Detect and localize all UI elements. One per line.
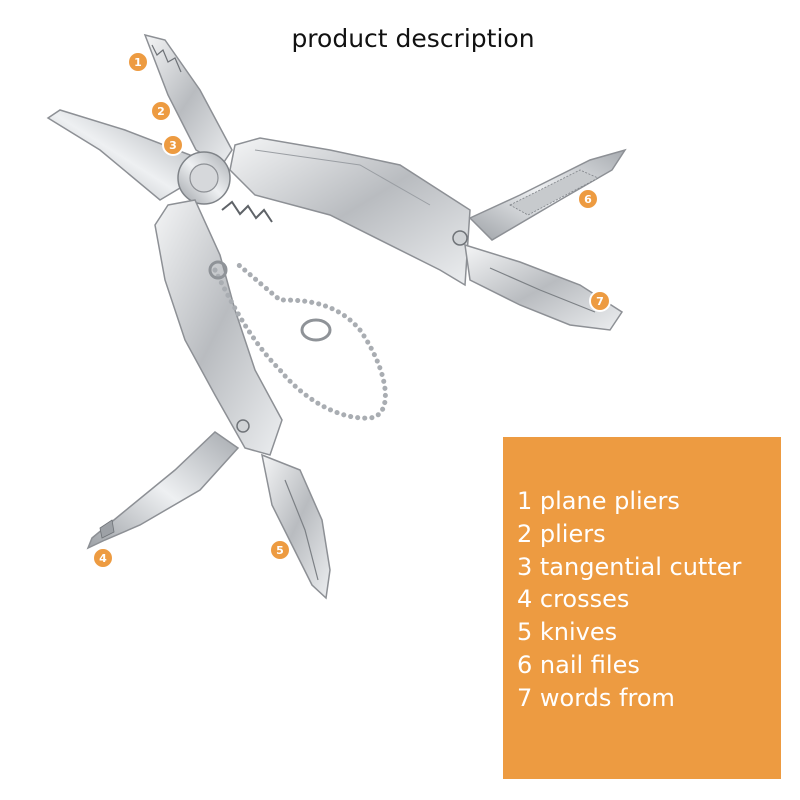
legend-item-plane-pliers: 1 plane pliers [517,487,680,515]
callout-number: 3 [169,139,177,152]
legend-item-knives: 5 knives [517,618,618,647]
legend-item-crosses: 4 crosses [517,585,630,614]
nail-file [468,148,627,241]
knife-blade-lower [260,453,331,600]
callout-3: 3 [162,134,184,156]
callout-5: 5 [269,539,291,561]
legend-item-tangential-cutter: 3 tangential cutter [517,552,742,581]
callout-number: 5 [276,544,284,557]
lower-handle [154,199,283,456]
knife-blade-upper [464,243,624,331]
callout-number: 6 [584,193,592,206]
cross-screwdriver [86,431,240,550]
callout-number: 4 [99,552,107,565]
callout-1: 1 [127,51,149,73]
plier-jaws [46,33,233,201]
callout-number: 7 [596,295,604,308]
callout-7: 7 [589,290,611,312]
upper-handle [229,137,471,287]
callout-number: 2 [157,105,165,118]
feature-legend-panel: 1 plane pliers 2 pliers 3 tangential cut… [503,437,781,779]
legend-item-pliers: 2 pliers [517,519,606,548]
callout-2: 2 [150,100,172,122]
pivot-joint [177,151,468,246]
feature-legend-list: 1 plane pliers 2 pliers 3 tangential cut… [517,485,741,715]
legend-item-words-from: 7 words from [517,683,675,712]
key-chain [208,259,388,421]
callout-number: 1 [134,56,142,69]
callout-4: 4 [92,547,114,569]
page-title: product description [291,24,535,53]
legend-item-nail-files: 6 nail files [517,650,640,679]
callout-6: 6 [577,188,599,210]
